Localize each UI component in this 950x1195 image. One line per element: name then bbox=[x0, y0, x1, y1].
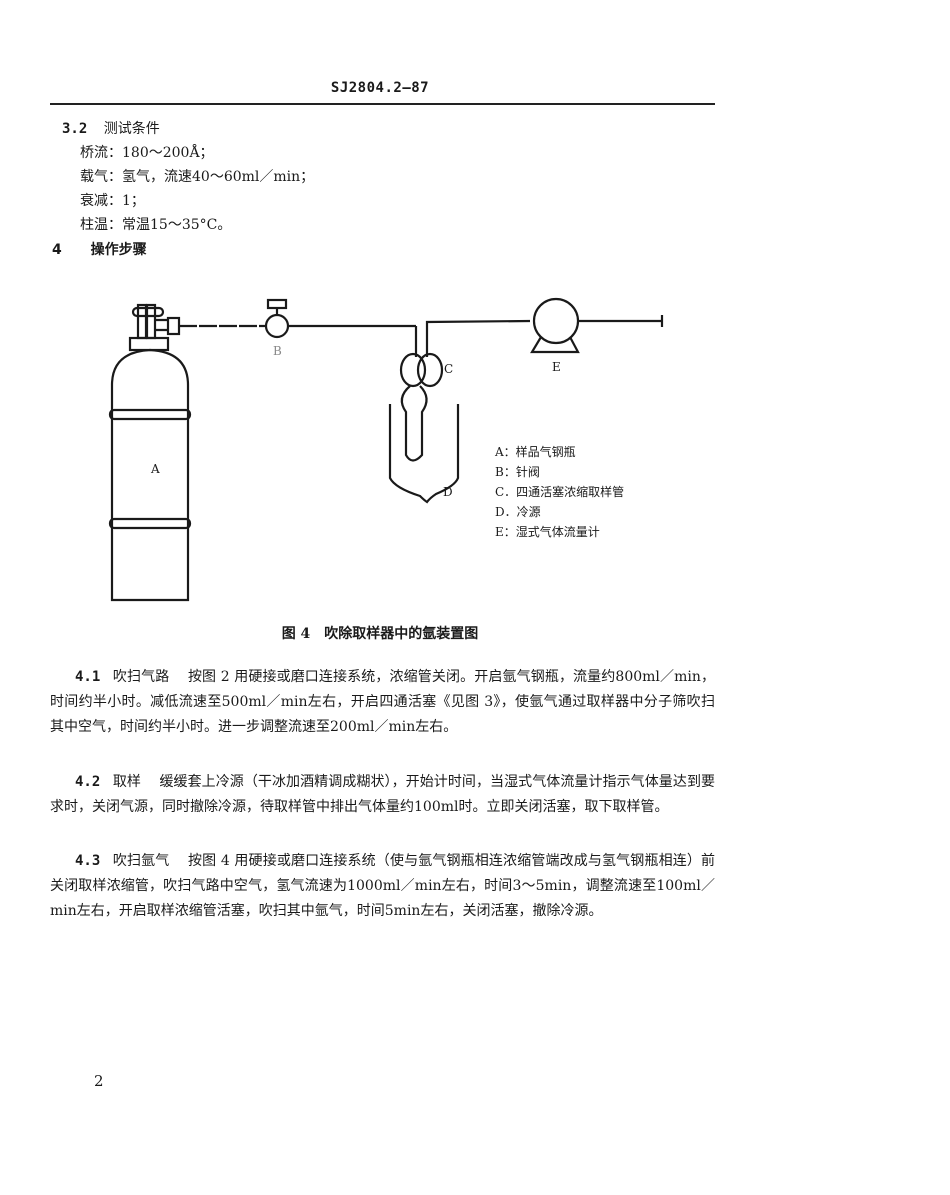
gas-cylinder-icon bbox=[108, 303, 192, 602]
header-rule bbox=[50, 103, 715, 105]
label-a: A bbox=[151, 462, 160, 476]
condition-item: 桥流：180～200Å； bbox=[80, 145, 214, 161]
paragraph-title: 吹扫氩气 bbox=[112, 853, 170, 869]
flow-meter-icon bbox=[530, 297, 580, 354]
label-b: B bbox=[273, 344, 282, 358]
paragraph-title: 取样 bbox=[112, 774, 141, 790]
legend-item: E：湿式气体流量计 bbox=[495, 525, 600, 539]
paragraph-number: 4.1 bbox=[75, 669, 101, 685]
legend-item: D．冷源 bbox=[495, 505, 541, 519]
paragraph-4-3: 4.3 吹扫氩气 按图 4 用硬接或磨口连接系统（使与氩气钢瓶相连浓缩管端改成与… bbox=[50, 849, 715, 924]
condition-item: 柱温：常温15～35°C。 bbox=[80, 217, 232, 233]
section-title: 操作步骤 bbox=[90, 242, 147, 258]
section-3-2-heading: 3.2 测试条件 bbox=[62, 118, 160, 138]
condition-item: 载气：氢气，流速40～60ml／min； bbox=[80, 169, 315, 185]
figure-caption: 图 4 吹除取样器中的氩装置图 bbox=[281, 626, 479, 642]
cold-trap-icon bbox=[388, 404, 460, 504]
apparatus-diagram bbox=[108, 297, 664, 602]
paragraph-text: 按图 2 用硬接或磨口连接系统，浓缩管关闭。开启氩气钢瓶，流量约800ml／mi… bbox=[50, 669, 716, 735]
label-d: D bbox=[443, 485, 453, 499]
legend-item: C．四通活塞浓缩取样管 bbox=[495, 485, 625, 499]
legend-item: B：针阀 bbox=[495, 465, 540, 479]
legend-item: A：样品气钢瓶 bbox=[495, 445, 576, 459]
section-number: 4 bbox=[52, 242, 62, 258]
paragraph-text: 缓缓套上冷源（干冰加酒精调成糊状），开始计时间，当湿式气体流量计指示气体量达到要… bbox=[50, 774, 716, 815]
paragraph-4-2: 4.2 取样 缓缓套上冷源（干冰加酒精调成糊状），开始计时间，当湿式气体流量计指… bbox=[50, 770, 715, 820]
needle-valve-icon bbox=[264, 298, 290, 339]
document-code-header: SJ2804.2—87 bbox=[330, 80, 430, 96]
label-c: C bbox=[444, 362, 454, 376]
label-e: E bbox=[552, 360, 561, 374]
paragraph-number: 4.2 bbox=[75, 774, 101, 790]
page-number: 2 bbox=[94, 1072, 104, 1090]
paragraph-number: 4.3 bbox=[75, 853, 101, 869]
condition-item: 衰减：1； bbox=[80, 193, 145, 209]
section-title: 测试条件 bbox=[103, 121, 160, 137]
paragraph-title: 吹扫气路 bbox=[112, 669, 170, 685]
section-number: 3.2 bbox=[62, 121, 88, 137]
stopcock-tube-icon bbox=[399, 352, 444, 462]
paragraph-text: 按图 4 用硬接或磨口连接系统（使与氩气钢瓶相连浓缩管端改成与氢气钢瓶相连）前关… bbox=[50, 853, 716, 919]
figure-legend: A：样品气钢瓶 B：针阀 C．四通活塞浓缩取样管 D．冷源 E：湿式气体流量计 bbox=[495, 442, 624, 542]
section-4-heading: 4 操作步骤 bbox=[52, 239, 147, 259]
paragraph-4-1: 4.1 吹扫气路 按图 2 用硬接或磨口连接系统，浓缩管关闭。开启氩气钢瓶，流量… bbox=[50, 665, 715, 740]
